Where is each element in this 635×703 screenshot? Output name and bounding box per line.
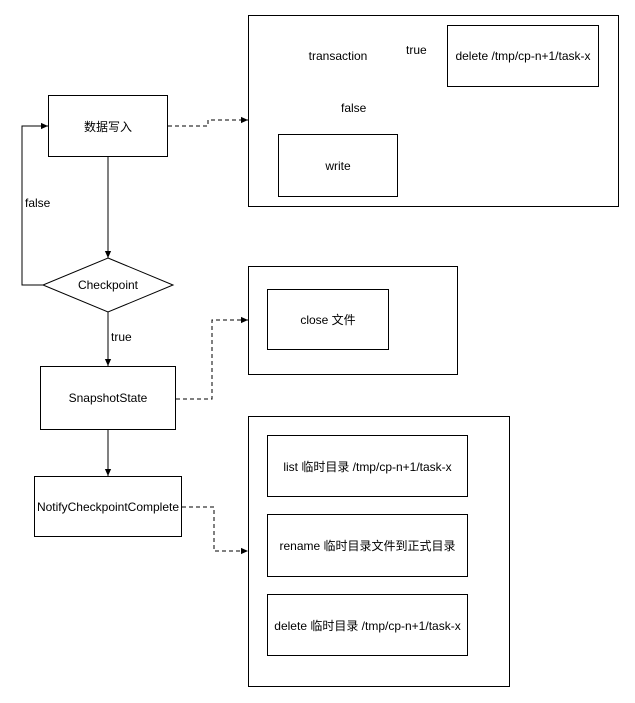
checkpoint-false-label: false	[24, 196, 52, 210]
snapshot-state-box: SnapshotState	[40, 366, 176, 430]
write-box: write	[278, 134, 398, 197]
checkpoint-diamond	[41, 257, 175, 313]
list-tmp-box: list 临时目录 /tmp/cp-n+1/task-x	[267, 435, 468, 497]
checkpoint-label: Checkpoint	[77, 278, 139, 292]
transaction-true-label: true	[405, 43, 428, 57]
edge-write-to-frame1	[168, 116, 248, 127]
checkpoint-true-label: true	[110, 330, 133, 344]
transaction-false-label: false	[340, 101, 368, 115]
delete-tmp-box: delete /tmp/cp-n+1/task-x	[447, 25, 599, 87]
close-file-box: close 文件	[267, 289, 389, 350]
transaction-label: transaction	[308, 49, 368, 63]
edge-checkpoint-false-loop	[21, 122, 48, 286]
edge-snapshot-to-frame2	[176, 316, 248, 400]
write-data-box: 数据写入	[48, 95, 168, 157]
rename-tmp-box: rename 临时目录文件到正式目录	[267, 514, 468, 577]
delete-tmp-dir-box: delete 临时目录 /tmp/cp-n+1/task-x	[267, 594, 468, 656]
notify-complete-box: NotifyCheckpointComplete	[34, 476, 182, 537]
edge-notify-to-frame3	[182, 506, 248, 555]
